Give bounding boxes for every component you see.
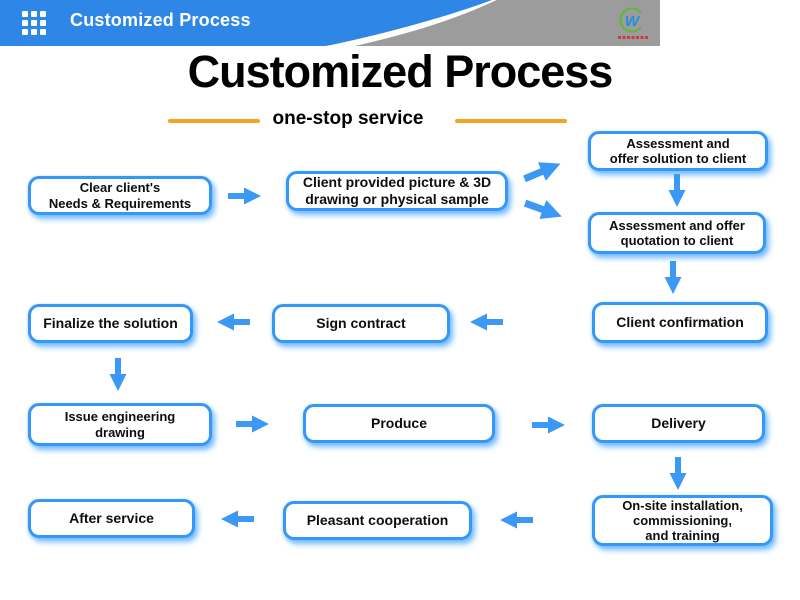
arrow-right-icon [228,187,261,205]
arrow-down-icon [664,261,682,294]
header-bar: Customized Process W [0,0,800,46]
header-background [0,0,660,46]
flow-node-clear-needs: Clear client's Needs & Requirements [28,176,212,215]
arrow-down-icon [669,457,687,490]
arrow-right-icon [532,416,565,434]
arrow-left-icon [470,313,503,331]
arrow-diagonal-up-icon [520,154,565,189]
arrow-left-icon [221,510,254,528]
apps-grid-icon [22,11,46,35]
arrow-diagonal-down-icon [521,193,566,226]
flow-node-client-confirmation: Client confirmation [592,302,768,343]
page-title: Customized Process [187,46,614,97]
arrow-down-icon [109,358,127,391]
flow-node-delivery: Delivery [592,404,765,443]
arrow-left-icon [217,313,250,331]
subtitle-dash-right [455,119,567,123]
flow-node-client-picture: Client provided picture & 3D drawing or … [286,171,508,211]
arrow-right-icon [236,415,269,433]
page-subtitle: one-stop service [272,108,424,129]
flow-node-onsite-install: On-site installation, commissioning, and… [592,495,773,546]
flow-node-assess-solution: Assessment and offer solution to client [588,131,768,171]
flow-node-produce: Produce [303,404,495,443]
brand-logo-icon: W [618,7,648,39]
flow-node-after-service: After service [28,499,195,538]
flow-node-issue-drawing: Issue engineering drawing [28,403,212,446]
subtitle-dash-left [168,119,260,123]
header-title: Customized Process [70,10,251,30]
svg-text:W: W [625,13,641,30]
flow-node-finalize-solution: Finalize the solution [28,304,193,343]
arrow-left-icon [500,511,533,529]
arrow-down-icon [668,174,686,207]
flow-node-assess-quotation: Assessment and offer quotation to client [588,212,766,254]
flow-node-sign-contract: Sign contract [272,304,450,343]
flow-node-pleasant-coop: Pleasant cooperation [283,501,472,540]
